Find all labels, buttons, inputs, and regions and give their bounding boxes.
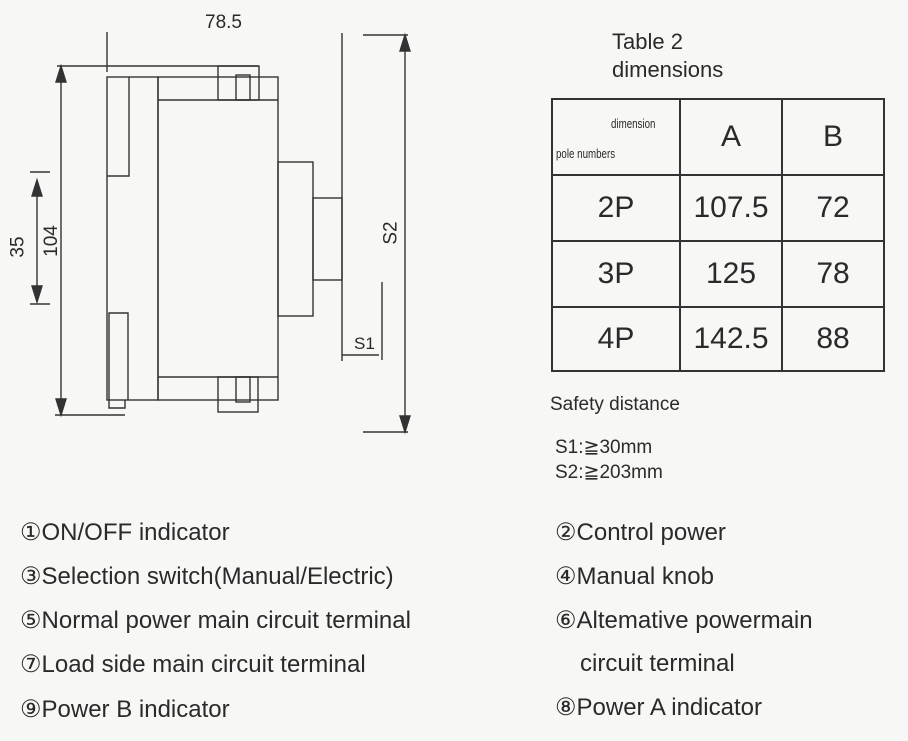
legend-item-4: ④Manual knob	[555, 563, 714, 590]
s1-label: S1	[354, 334, 375, 353]
cell-pole: 4P	[551, 306, 681, 372]
legend-item-1: ①ON/OFF indicator	[20, 519, 230, 546]
cell-pole: 2P	[551, 174, 681, 242]
table-header-row: dimension pole numbers A B	[551, 98, 885, 176]
table-row: 3P 125 78	[551, 240, 885, 308]
side-view-drawing	[30, 32, 411, 435]
header-corner: dimension pole numbers	[553, 100, 679, 174]
cell-pole: 3P	[551, 240, 681, 308]
legend-item-3: ③Selection switch(Manual/Electric)	[20, 563, 394, 590]
header-dimension: dimension	[611, 116, 656, 131]
table-row: 4P 142.5 88	[551, 306, 885, 372]
cell-a: 125	[679, 240, 783, 308]
cell-a: 142.5	[679, 306, 783, 372]
legend-item-9: ⑨Power B indicator	[20, 696, 230, 723]
cell-b: 88	[781, 306, 885, 372]
table-row: 2P 107.5 72	[551, 174, 885, 242]
safety-s2: S2:≧203mm	[555, 462, 663, 483]
rail-dimension-label: 35	[7, 236, 29, 258]
legend-item-8: ⑧Power A indicator	[555, 694, 762, 721]
s2-label: S2	[380, 221, 402, 245]
table-title: Table 2	[612, 29, 683, 54]
legend-item-6: ⑥Altemative powermain	[555, 607, 813, 634]
safety-s1: S1:≧30mm	[555, 437, 653, 458]
header-a: A	[679, 98, 783, 176]
safety-distance-title: Safety distance	[550, 394, 680, 415]
header-pole-numbers: pole numbers	[556, 146, 616, 161]
header-b: B	[781, 98, 885, 176]
cell-b: 72	[781, 174, 885, 242]
height-dimension-label: 104	[40, 225, 62, 257]
width-dimension-label: 78.5	[205, 12, 242, 33]
legend-item-5: ⑤Normal power main circuit terminal	[20, 607, 411, 634]
cell-b: 78	[781, 240, 885, 308]
legend-item-6-cont: circuit terminal	[580, 650, 735, 677]
cell-a: 107.5	[679, 174, 783, 242]
dimensions-table: dimension pole numbers A B 2P 107.5 72 3…	[551, 98, 885, 372]
legend-item-7: ⑦Load side main circuit terminal	[20, 651, 366, 678]
table-subtitle: dimensions	[612, 57, 724, 82]
legend-item-2: ②Control power	[555, 519, 726, 546]
